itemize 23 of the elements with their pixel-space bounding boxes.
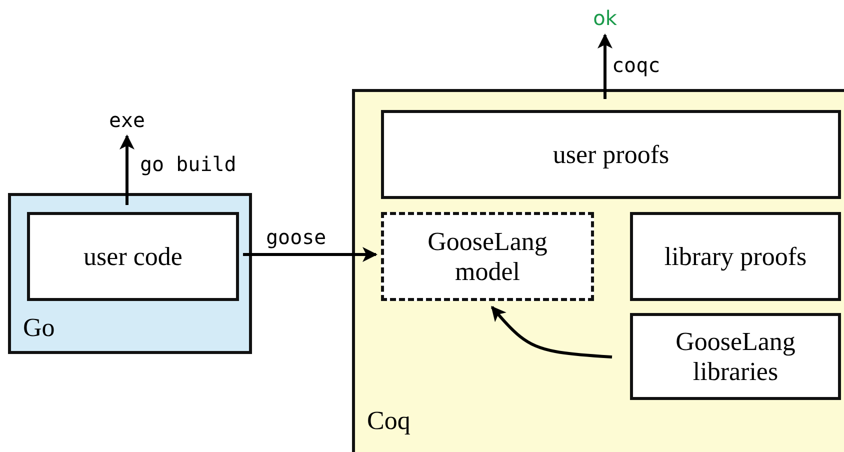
result-text: ok xyxy=(593,5,617,32)
arrow xyxy=(598,34,612,99)
box-label: GooseLang model xyxy=(426,226,548,286)
group-box xyxy=(352,89,844,452)
box-label: GooseLang libraries xyxy=(674,326,796,386)
group-label: Coq xyxy=(367,406,410,436)
process-box xyxy=(630,313,841,400)
group-box xyxy=(8,193,252,354)
edge-label: goose xyxy=(266,225,326,249)
process-box xyxy=(381,110,841,199)
edge-label: go build xyxy=(140,152,236,176)
box-label: user proofs xyxy=(552,140,670,170)
process-box xyxy=(27,212,239,301)
edge-label: coqc xyxy=(612,53,660,77)
model-box xyxy=(381,212,594,301)
arrow xyxy=(490,306,612,358)
group-label: Go xyxy=(23,313,55,343)
process-box xyxy=(630,212,841,301)
box-label: library proofs xyxy=(664,242,807,272)
arrow xyxy=(243,247,378,262)
output-text: exe xyxy=(108,107,146,134)
box-label: user code xyxy=(84,242,182,272)
arrow xyxy=(120,134,134,205)
